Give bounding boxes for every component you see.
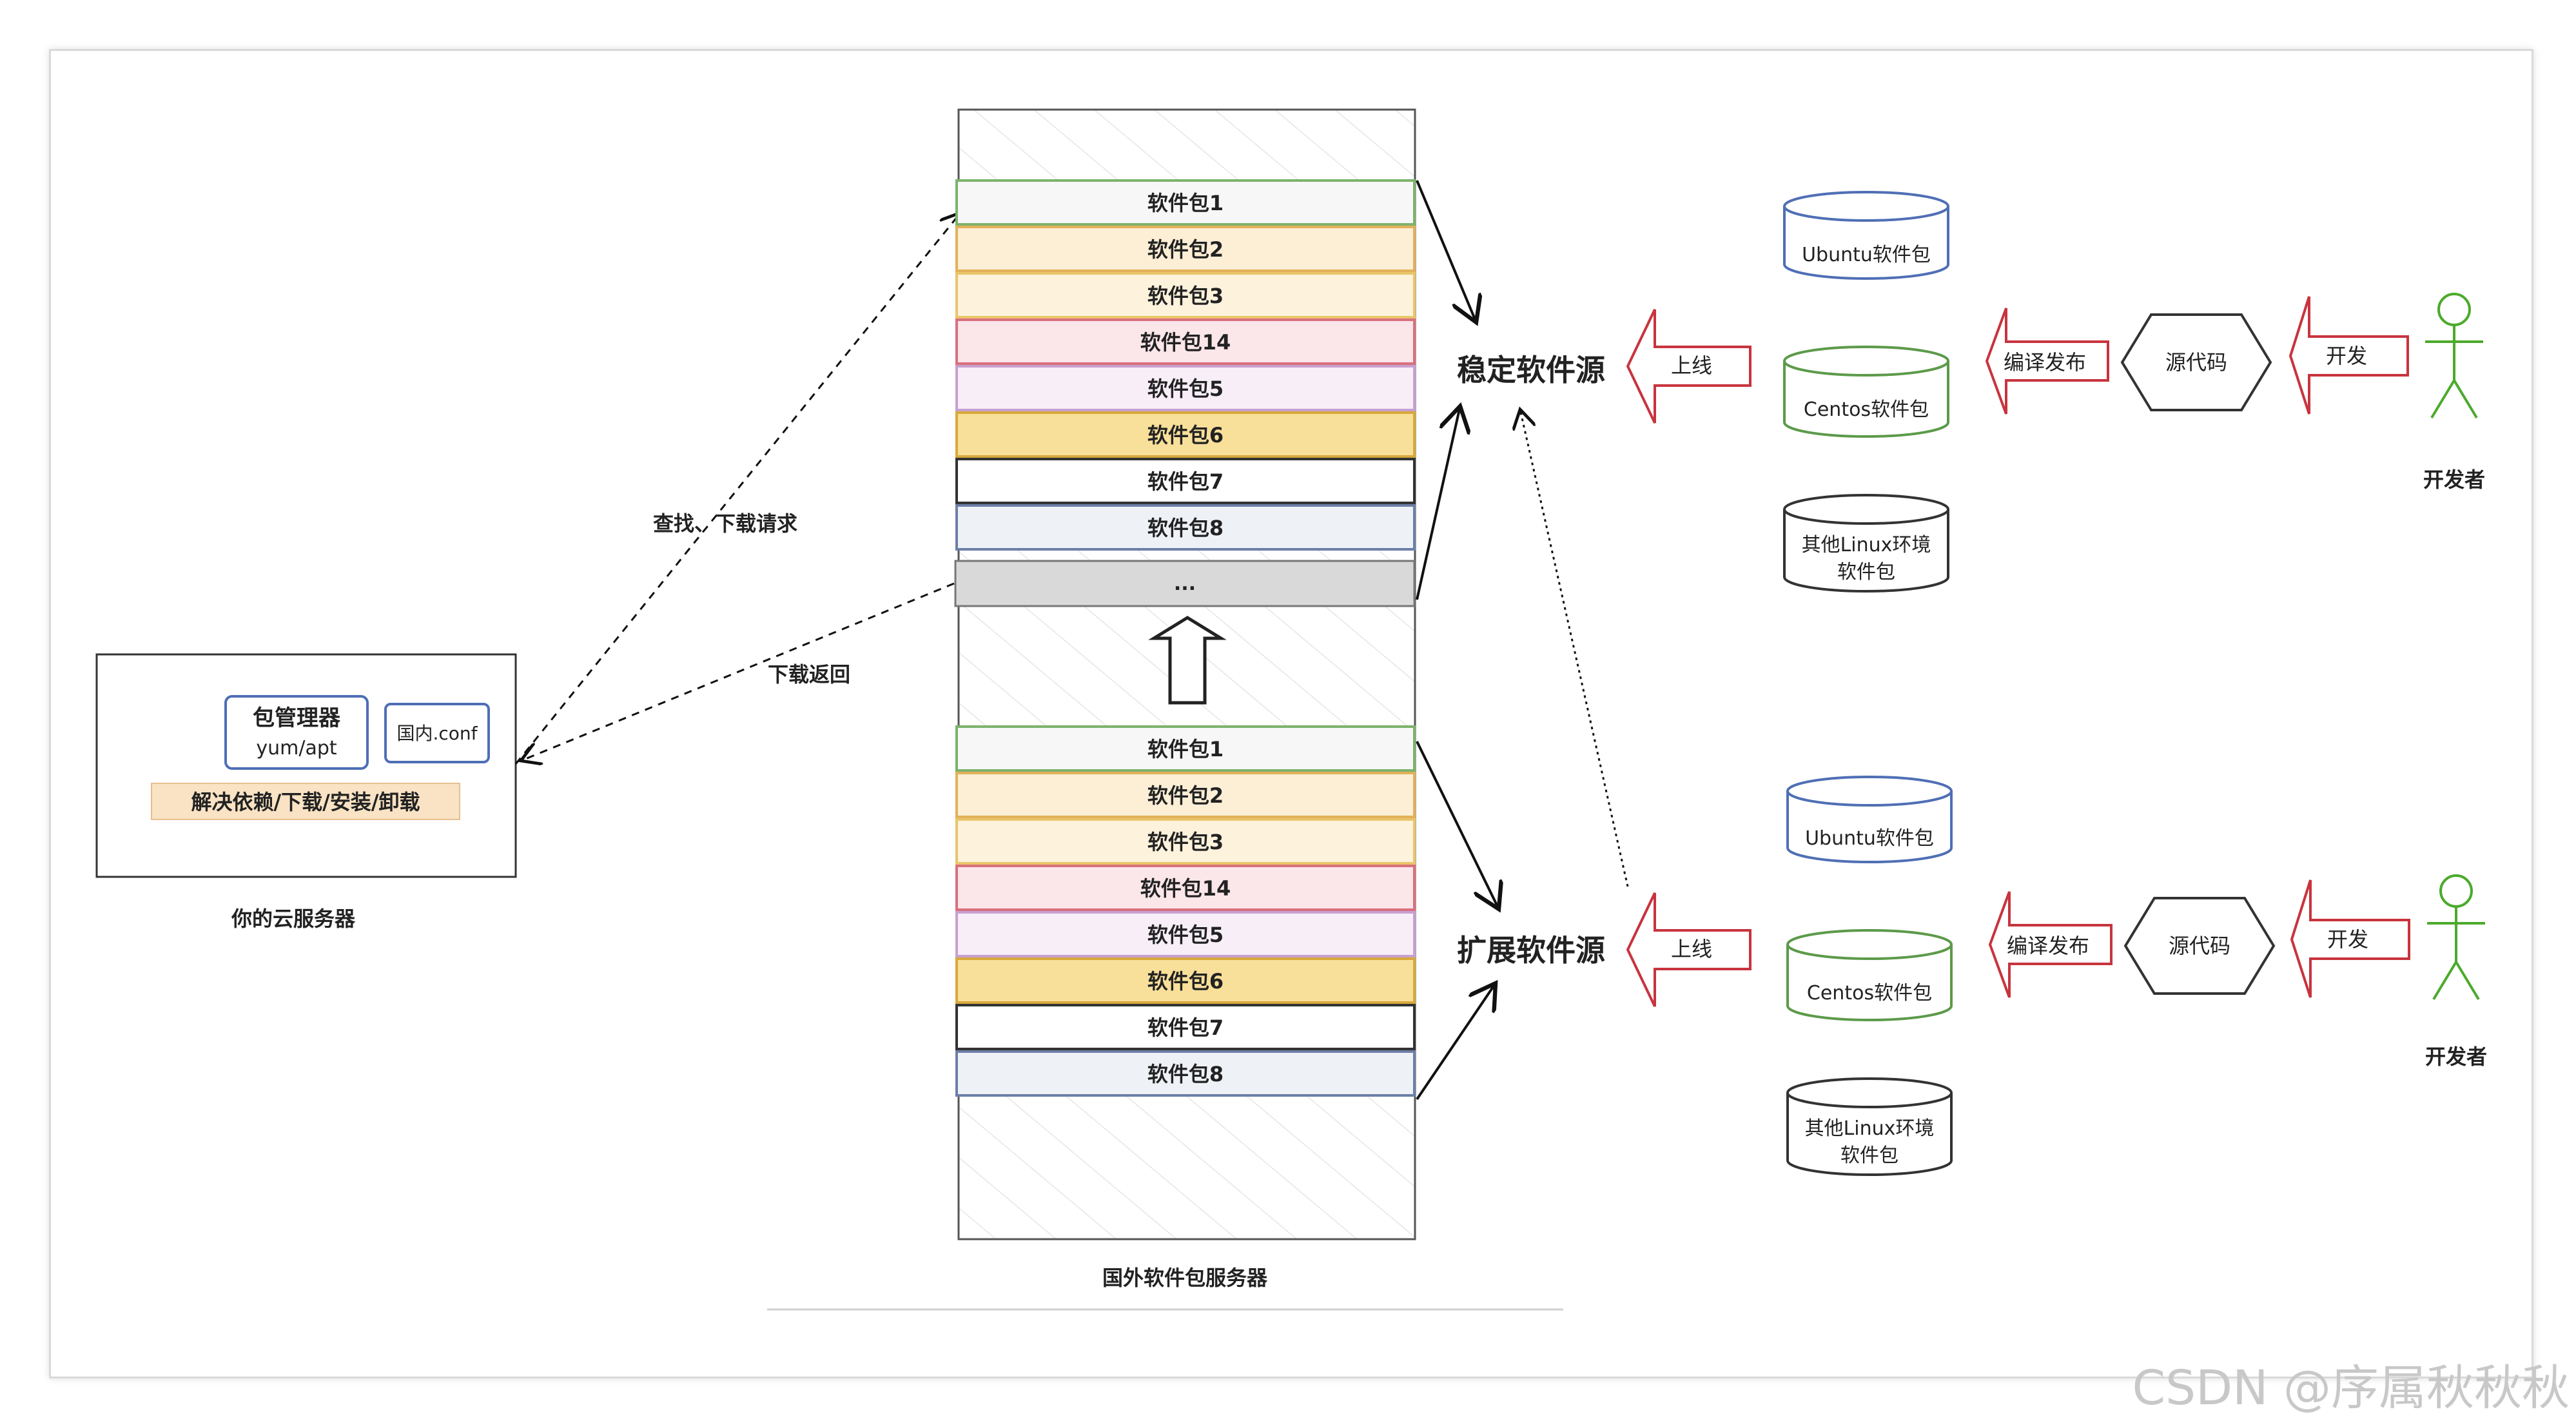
- ubuntu-cylinder: Ubuntu软件包: [1786, 776, 1953, 863]
- develop-label: 开发: [2326, 344, 2367, 368]
- pipeline-extended: 上线 Ubuntu软件包 Centos软件包 其他Linux环境 软件包 编译发…: [1626, 776, 2487, 1176]
- extended-source-label: 扩展软件源: [1457, 933, 1605, 968]
- watermark: CSDN @序属秋秋秋: [2132, 1360, 2570, 1416]
- other-linux-label: 其他Linux环境: [1802, 534, 1931, 556]
- request-label: 查找、下载请求: [653, 511, 797, 536]
- response-label: 下载返回: [768, 662, 850, 687]
- promote-arrow: [1520, 409, 1629, 887]
- package-row: [955, 365, 1416, 411]
- package-row: [955, 725, 1416, 772]
- sources: 稳定软件源 扩展软件源: [1416, 180, 1629, 1101]
- ubuntu-package-label: Ubuntu软件包: [1805, 827, 1934, 850]
- publish-label: 编译发布: [2004, 350, 2086, 375]
- other-linux-sub-label: 软件包: [1840, 1144, 1898, 1167]
- extended-in-arrow-2: [1416, 983, 1496, 1101]
- stable-package-stack: 软件包1 软件包2 软件包3 软件包14 软件包5 软件包6 软件包7 软件包8: [955, 179, 1416, 551]
- ubuntu-package-label: Ubuntu软件包: [1802, 244, 1931, 266]
- package-label: 软件包3: [1147, 830, 1224, 854]
- extended-in-arrow-1: [1416, 741, 1499, 909]
- functions-label: 解决依赖/下载/安装/卸载: [191, 790, 420, 814]
- package-label: 软件包14: [1140, 876, 1231, 901]
- centos-package-label: Centos软件包: [1804, 398, 1929, 421]
- centos-cylinder: Centos软件包: [1783, 346, 1949, 438]
- ellipsis-row: [954, 560, 1416, 607]
- centos-cylinder: Centos软件包: [1786, 929, 1953, 1021]
- package-label: 软件包1: [1147, 191, 1224, 215]
- package-label: 软件包5: [1147, 923, 1224, 947]
- repo-server-caption: 国外软件包服务器: [1102, 1266, 1268, 1290]
- pipeline-stable: 上线 Ubuntu软件包 Centos软件包 其他Linux环境 软件包 编译发…: [1626, 191, 2485, 593]
- developer-label: 开发者: [2425, 1044, 2487, 1069]
- source-code-label: 源代码: [2165, 350, 2227, 375]
- centos-package-label: Centos软件包: [1807, 982, 1932, 1004]
- package-label: 软件包3: [1147, 284, 1224, 308]
- functions-box: [151, 783, 460, 820]
- upload-label: 上线: [1671, 353, 1712, 378]
- develop-arrow-icon: [2288, 296, 2409, 415]
- package-row: [955, 772, 1416, 818]
- package-row: [955, 911, 1416, 957]
- develop-arrow-icon: [2290, 879, 2410, 998]
- flow-arrows: 查找、下载请求 下载返回: [514, 213, 961, 765]
- package-label: 软件包7: [1147, 469, 1224, 494]
- repo-server: 软件包1 软件包2 软件包3 软件包14 软件包5 软件包6 软件包7 软件包8 ... 软件…: [767, 108, 1563, 1311]
- developer-label: 开发者: [2423, 467, 2485, 492]
- cloud-server-caption: 你的云服务器: [231, 906, 356, 931]
- ellipsis-label: ...: [1174, 573, 1196, 595]
- extended-package-stack: 软件包1 软件包2 软件包3 软件包14 软件包5 软件包6 软件包7 软件包8: [955, 725, 1416, 1097]
- source-code-hexagon: [2120, 313, 2272, 411]
- ubuntu-cylinder: Ubuntu软件包: [1783, 191, 1949, 280]
- developer-icon: [2427, 874, 2485, 1001]
- source-code-hexagon: [2123, 897, 2276, 995]
- response-arrow: [521, 582, 955, 761]
- stable-in-arrow-2: [1416, 406, 1460, 600]
- other-linux-cylinder: 其他Linux环境 软件包: [1783, 494, 1949, 593]
- upload-arrow-icon: [1626, 892, 1751, 1007]
- other-linux-sub-label: 软件包: [1837, 561, 1895, 583]
- developer-icon: [2425, 293, 2483, 419]
- package-manager-box: [224, 695, 369, 770]
- cloud-server: 包管理器 yum/apt 国内.conf 解决依赖/下载/安装/卸载 你的云服务…: [95, 653, 517, 931]
- upload-label: 上线: [1671, 937, 1712, 961]
- upload-arrow-icon: [1626, 309, 1751, 424]
- package-label: 软件包14: [1140, 330, 1231, 355]
- package-row: [955, 318, 1416, 365]
- request-arrow: [514, 213, 961, 765]
- package-label: 软件包1: [1147, 737, 1224, 761]
- package-row: [955, 411, 1416, 458]
- stable-in-arrow-1: [1416, 180, 1476, 322]
- package-row: [955, 957, 1416, 1004]
- mirror-conf-box: [384, 703, 490, 763]
- package-label: 软件包5: [1147, 377, 1224, 401]
- publish-arrow-icon: [1988, 891, 2113, 998]
- other-linux-label: 其他Linux环境: [1805, 1117, 1935, 1140]
- stable-source-label: 稳定软件源: [1457, 353, 1605, 387]
- package-row: [955, 226, 1416, 272]
- package-label: 软件包6: [1147, 423, 1224, 447]
- package-row: [955, 504, 1416, 551]
- package-manager-label: 包管理器: [253, 705, 341, 731]
- package-label: 软件包6: [1147, 969, 1224, 994]
- package-label: 软件包7: [1147, 1015, 1224, 1040]
- package-label: 软件包2: [1147, 783, 1224, 808]
- package-label: 软件包8: [1147, 516, 1224, 540]
- other-linux-cylinder: 其他Linux环境 软件包: [1786, 1077, 1953, 1176]
- package-manager-sub-label: yum/apt: [256, 737, 337, 760]
- package-row: [955, 1004, 1416, 1050]
- up-arrow-icon: [1148, 616, 1227, 705]
- publish-label: 编译发布: [2007, 934, 2089, 958]
- package-row: [955, 272, 1416, 318]
- package-row: [955, 818, 1416, 865]
- package-label: 软件包8: [1147, 1062, 1224, 1086]
- package-label: 软件包2: [1147, 237, 1224, 262]
- package-row: [955, 458, 1416, 504]
- develop-label: 开发: [2327, 927, 2368, 952]
- package-row: [955, 1050, 1416, 1097]
- package-row: [955, 865, 1416, 911]
- source-code-label: 源代码: [2169, 934, 2230, 958]
- mirror-conf-label: 国内.conf: [396, 723, 478, 744]
- publish-arrow-icon: [1985, 308, 2109, 415]
- package-row: [955, 179, 1416, 226]
